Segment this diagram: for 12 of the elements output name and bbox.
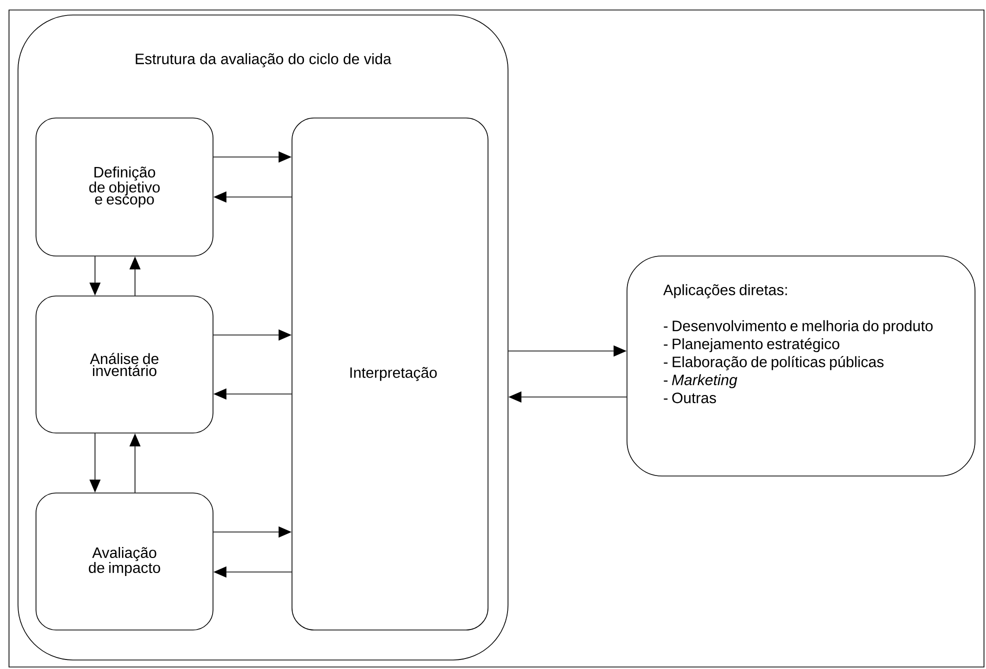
process-box: Avaliação de impacto	[36, 492, 214, 630]
list-item: - Marketing	[664, 374, 738, 388]
applications-box	[626, 256, 976, 476]
list-heading: Aplicações diretas:	[663, 284, 787, 298]
box-title: Estrutura da avaliação do ciclo de vida	[136, 53, 392, 68]
list-item: - Elaboração de políticas públicas	[664, 356, 884, 370]
list-item: - Outras	[664, 392, 716, 404]
process-box: Interpretação	[292, 118, 488, 630]
process-box: Análise de inventário	[36, 296, 214, 434]
list-item: - Planejamento estratégico	[664, 338, 840, 352]
list-item: - Desenvolvimento e melhoria do produto	[664, 320, 933, 334]
process-box: Definição de objetivo e escopo	[36, 118, 214, 256]
